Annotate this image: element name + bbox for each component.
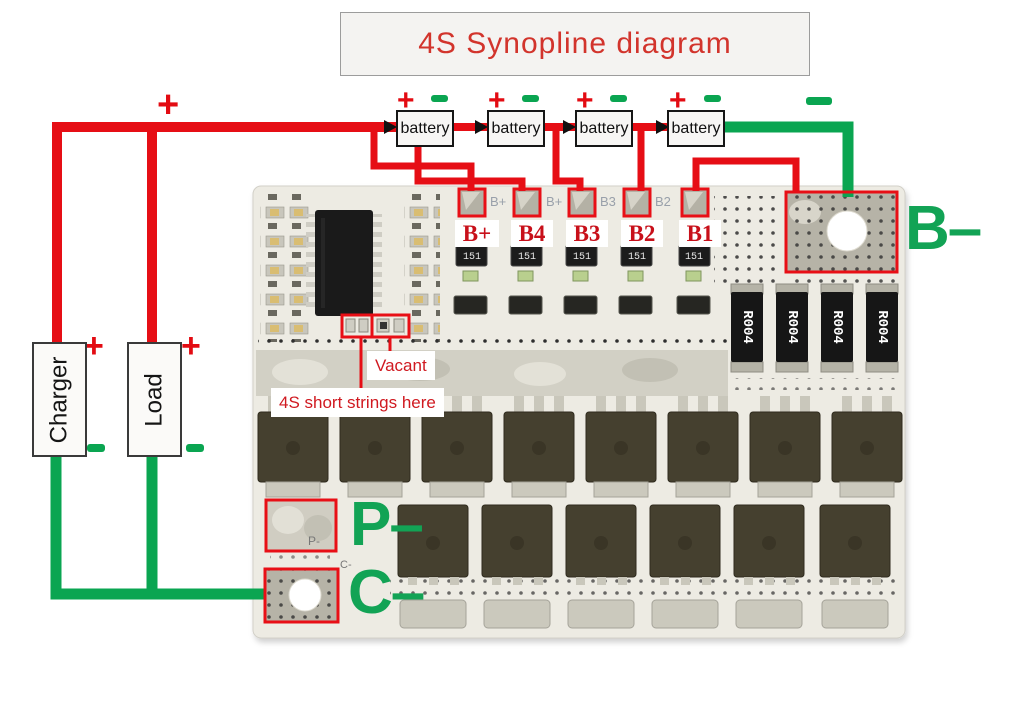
c-minus-terminal-label: C– [348,558,425,627]
battery-2: battery [487,110,545,147]
vacant-note: Vacant [367,351,435,380]
plus-sign-battery2: + [488,84,506,117]
pcb-board: B+ B+ B3 B2 151 151 151 151 151 [252,185,906,639]
channel-leds [453,270,711,315]
via-row [258,338,736,348]
minus-sign-load [186,444,204,452]
p-minus-terminal-label: P– [350,490,424,559]
tap-label-bplus: B+ [455,220,499,247]
charger-label: Charger [45,356,73,443]
battery-1: battery [396,110,454,147]
tap-pads [459,189,708,216]
plus-sign-battery4: + [669,84,687,117]
b-minus-pad [786,192,897,272]
wire-plus-rail [52,122,398,344]
bminus-pad-box [784,190,899,274]
wire-tap-b3 [552,131,584,191]
silk-label: B+ [490,194,506,209]
silk-label: B2 [655,194,671,209]
balance-channels: B+ B+ B3 B2 151 151 151 151 151 [453,189,711,315]
battery-4: battery [667,110,725,147]
b1-pad-box [680,187,710,218]
minus-sign-battery2 [522,95,539,102]
shunt-code: R004 [739,310,755,344]
minus-sign-battery1 [431,95,448,102]
tap-label-b1: B1 [679,220,721,247]
via-row [730,378,900,390]
pminus-pad-box [264,498,338,553]
shunt-code: R004 [784,310,800,344]
resistor-code: 151 [685,252,703,263]
b-minus-terminal-label: B– [905,194,982,263]
silk-p-minus: P- [308,534,320,548]
via-row [270,553,330,565]
c-minus-pad [265,569,338,622]
b4-pad-box [512,187,542,218]
resistor-code: 151 [573,252,591,263]
diagram-title-box: 4S Synopline diagram [340,12,810,76]
via-field [714,196,782,284]
minus-sign-pack [806,97,832,105]
shunt-code: R004 [874,310,890,344]
plus-sign-main: + [157,84,180,126]
b2-pad-box [622,187,652,218]
wire-tap-b4 [414,131,526,191]
p-minus-pad: P- [266,500,336,551]
resistor-code: 151 [518,252,536,263]
wire-tap-b1 [692,157,800,193]
minus-sign-battery4 [704,95,721,102]
silk-label: B+ [546,194,562,209]
annotation-boxes [263,187,899,624]
plus-sign-battery3: + [576,84,594,117]
b3-pad-box [567,187,597,218]
via-strip [390,576,895,598]
resistor-code: 151 [463,252,481,263]
wire-arrowheads [384,120,669,134]
plus-sign-battery1: + [397,84,415,117]
vacant-box [370,313,411,339]
plus-sign-load: + [181,327,201,365]
green-wires [50,121,854,600]
silk-c-minus: C- [340,559,352,571]
silk-label: B3 [600,194,616,209]
diagram-title: 4S Synopline diagram [418,27,732,60]
wire-charger-minus [50,452,266,600]
minus-sign-battery3 [610,95,627,102]
silkscreen-labels: B+ B+ B3 B2 [490,194,671,209]
channel-resistors: 151 151 151 151 151 [455,244,711,267]
bplus-pad-box [457,187,487,218]
vacant-spot-components [345,318,405,333]
plus-sign-charger: + [84,327,104,365]
charger-box: Charger [32,342,87,457]
minus-sign-charger [87,444,105,452]
short-strings-note: 4S short strings here [271,388,444,417]
shunt-resistors: R004 R004 R004 R004 [730,283,899,373]
wire-battery4-to-bminus [720,121,854,197]
load-box: Load [127,342,182,457]
battery-3: battery [575,110,633,147]
tap-label-b3: B3 [566,220,608,247]
tap-label-b2: B2 [621,220,663,247]
resistor-code: 151 [628,252,646,263]
ic-chip [306,210,382,316]
tap-label-b4: B4 [511,220,553,247]
cminus-pad-box [263,567,340,624]
shunt-code: R004 [829,310,845,344]
smd-components-left [260,194,310,342]
load-label: Load [140,372,168,427]
